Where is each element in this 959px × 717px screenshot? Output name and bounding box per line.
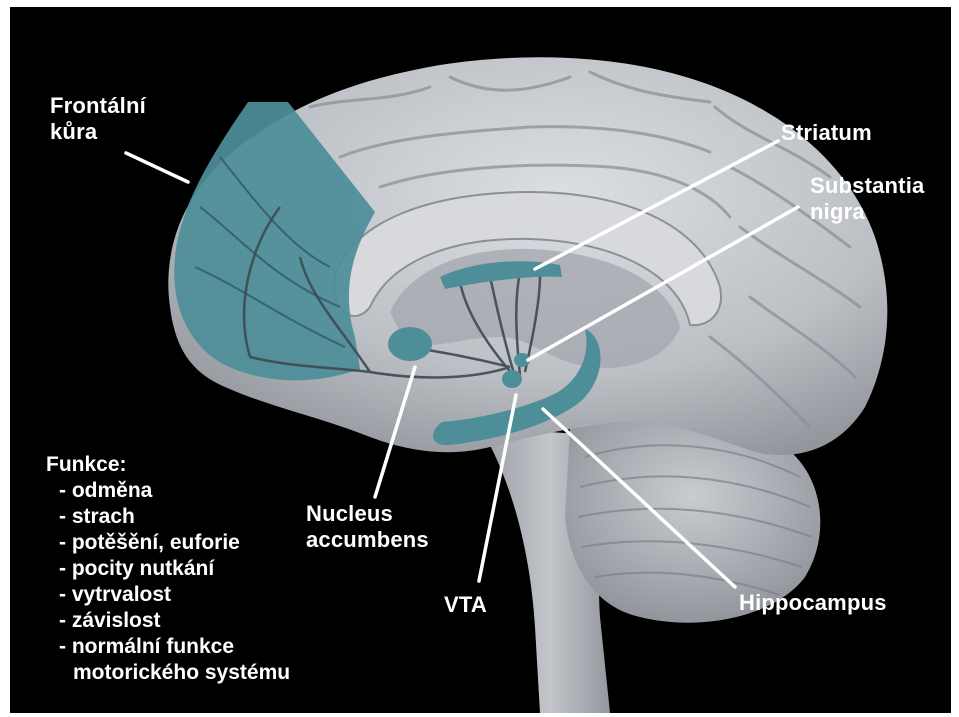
vta-region [502, 370, 522, 388]
nucleus-accumbens-label: Nucleus accumbens [306, 501, 429, 553]
function-item: - normální funkce [46, 634, 290, 660]
substantia-nigra-label: Substantia nigra [810, 173, 924, 225]
striatum-label: Striatum [781, 120, 872, 146]
hippocampus-label: Hippocampus [739, 590, 887, 616]
frontal-cortex-label: Frontální kůra [50, 93, 146, 145]
function-item: - strach [46, 504, 290, 530]
nucleus-accumbens-region [388, 327, 432, 361]
function-item: - závislost [46, 608, 290, 634]
functions-heading: Funkce: [46, 452, 290, 478]
function-item: - vytrvalost [46, 582, 290, 608]
functions-list: Funkce: - odměna - strach - potěšění, eu… [46, 452, 290, 686]
function-item: - odměna [46, 478, 290, 504]
function-item: - pocity nutkání [46, 556, 290, 582]
diagram-frame: Frontální kůra Striatum Substantia nigra… [10, 7, 951, 713]
vta-label: VTA [444, 592, 487, 618]
function-item: - potěšění, euforie [46, 530, 290, 556]
function-item-continuation: motorického systému [46, 660, 290, 686]
